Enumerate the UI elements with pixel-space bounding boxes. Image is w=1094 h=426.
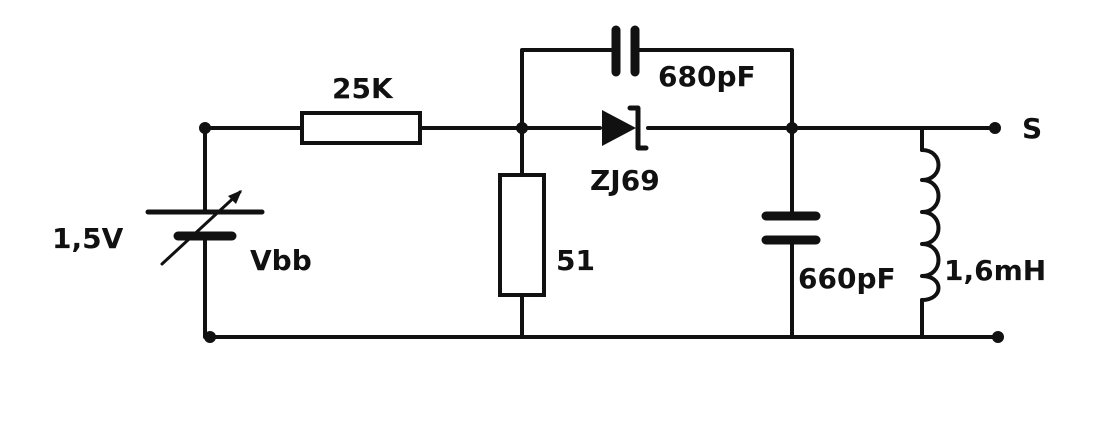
capacitor-680pf: [611, 25, 640, 77]
wire-feedback-right: [634, 48, 794, 130]
diode-zj69: [602, 105, 649, 151]
node-bottom-left: [204, 331, 216, 343]
node-output-s: [989, 122, 1001, 134]
wire-feedback-left: [520, 48, 616, 130]
capacitor-660pf: [761, 211, 821, 245]
inductor-1-6mh: [920, 148, 941, 302]
resistor-series-label: 25K: [332, 72, 394, 105]
node-junction-b: [786, 122, 798, 134]
output-terminal-label: S: [1022, 112, 1042, 145]
node-bottom-right: [992, 331, 1004, 343]
resistor-51: [498, 173, 546, 297]
node-top-left: [199, 122, 211, 134]
battery-vbb: [145, 190, 265, 266]
diode-label: ZJ69: [590, 164, 660, 197]
battery-voltage-label: 1,5V: [52, 222, 124, 255]
node-junction-a: [516, 122, 528, 134]
inductor-label: 1,6mH: [944, 254, 1046, 287]
resistor-shunt-label: 51: [556, 244, 595, 277]
capacitor-shunt-label: 660pF: [798, 262, 896, 295]
capacitor-feedback-label: 680pF: [658, 60, 756, 93]
resistor-25k: [300, 111, 422, 145]
battery-name-label: Vbb: [250, 244, 312, 277]
